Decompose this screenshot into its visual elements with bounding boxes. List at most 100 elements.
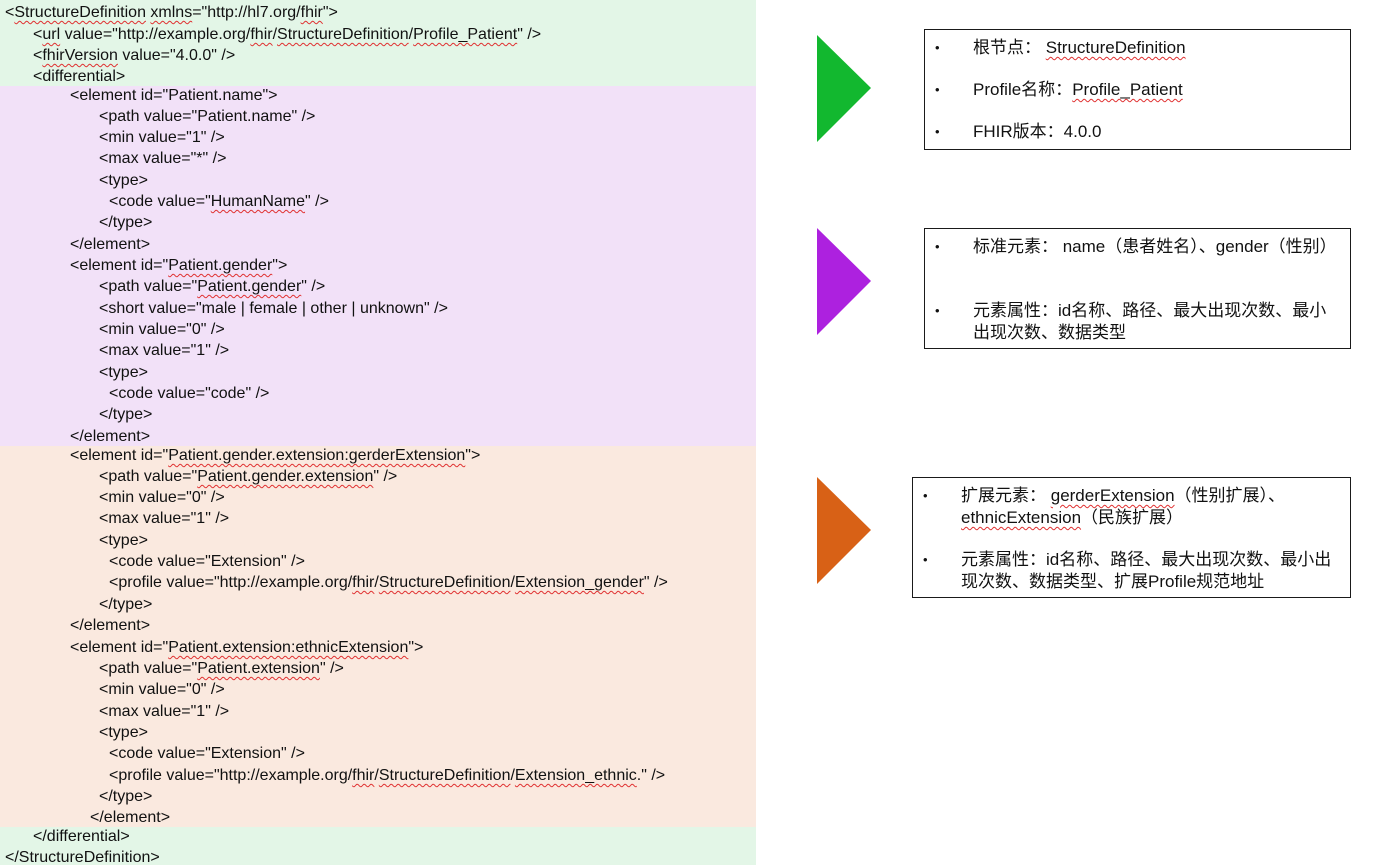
root-band	[0, 0, 756, 86]
underlined-token: StructureDefinition	[14, 4, 146, 21]
text-token: <max value="1" />	[99, 703, 230, 720]
code-line: </element>	[90, 807, 170, 828]
code-line: <type>	[99, 170, 148, 191]
text-token: <path value="	[99, 278, 198, 295]
standard-callout-box: • 标准元素： name（患者姓名）、gender（性别） • 元素属性：id名…	[924, 228, 1351, 349]
text-token: <element id="	[70, 447, 169, 464]
code-line: </element>	[70, 426, 150, 447]
code-line: <min value="0" />	[99, 487, 225, 508]
text-token: <max value="1" />	[99, 342, 230, 359]
profile-name-text: Profile名称：Profile_Patient	[973, 79, 1336, 101]
bullet-dot: •	[935, 239, 940, 254]
code-line: <min value="0" />	[99, 319, 225, 340]
code-line: <element id="Patient.gender">	[70, 255, 287, 276]
text-token: <code value="Extension" />	[109, 553, 305, 570]
text-token: ." />	[636, 767, 666, 784]
text-token: <min value="0" />	[99, 321, 225, 338]
text-token: <type>	[99, 172, 148, 189]
text-token: </StructureDefinition>	[5, 849, 160, 866]
extension-bullet-2: • 元素属性：id名称、路径、最大出现次数、最小出现次数、数据类型、扩展Prof…	[913, 549, 1336, 593]
code-line: <element id="Patient.gender.extension:ge…	[70, 445, 480, 466]
text-token: FHIR版本：4.0.0	[973, 122, 1102, 141]
text-token: ">	[272, 257, 288, 274]
code-line: <element id="Patient.extension:ethnicExt…	[70, 637, 423, 658]
underlined-token: HumanName	[210, 193, 306, 210]
code-line: <path value="Patient.name" />	[99, 106, 315, 127]
code-line: <profile value="http://example.org/fhir/…	[109, 765, 665, 786]
text-token: Profile名称：	[973, 80, 1073, 99]
root-callout-box: • 根节点： StructureDefinition • Profile名称：P…	[924, 29, 1351, 150]
text-token: <path value="Patient.name" />	[99, 108, 316, 125]
text-token: </type>	[99, 596, 153, 613]
text-token: /	[510, 767, 515, 784]
text-token: 元素属性：id名称、路径、最大出现次数、最小出现次数、数据类型、扩展Profil…	[961, 550, 1332, 591]
bullet-dot: •	[935, 303, 940, 318]
text-token: <code value="	[109, 193, 211, 210]
text-token: " />	[305, 193, 329, 210]
code-line: <max value="1" />	[99, 508, 229, 529]
underlined-token: Patient.extension	[197, 660, 320, 677]
text-token: <element id="Patient.name">	[70, 87, 278, 104]
text-token: <	[33, 47, 43, 64]
text-token: </element>	[70, 236, 151, 253]
code-line: <code value="Extension" />	[109, 743, 305, 764]
text-token: <short value="male | female | other | un…	[99, 300, 448, 317]
text-token: " />	[517, 26, 542, 43]
bullet-dot: •	[923, 488, 928, 503]
extension-attributes-text: 元素属性：id名称、路径、最大出现次数、最小出现次数、数据类型、扩展Profil…	[961, 549, 1336, 593]
text-token: （性别扩展）、	[1174, 486, 1286, 505]
text-token: </element>	[90, 809, 171, 826]
text-token: <profile value="http://example.org/	[109, 574, 353, 591]
text-token: ">	[408, 639, 424, 656]
code-line: <type>	[99, 530, 148, 551]
code-line: </StructureDefinition>	[5, 847, 160, 868]
xml-code-panel: <StructureDefinition xmlns="http://hl7.o…	[0, 0, 756, 868]
text-token: ">	[322, 4, 338, 21]
root-bullet-1: • 根节点： StructureDefinition	[925, 37, 1336, 59]
code-line: <max value="*" />	[99, 148, 226, 169]
text-token: ="http://hl7.org/	[192, 4, 301, 21]
extension-arrow-icon	[817, 477, 871, 584]
extension-elements-band	[0, 446, 756, 827]
underlined-token: Patient.extension:ethnicExtension	[168, 639, 409, 656]
text-token: <min value="0" />	[99, 489, 225, 506]
text-token: " />	[301, 278, 326, 295]
text-token: /	[374, 767, 379, 784]
root-closing-band	[0, 827, 756, 865]
code-line: <short value="male | female | other | un…	[99, 298, 448, 319]
text-token: </type>	[99, 788, 153, 805]
bullet-dot: •	[923, 552, 928, 567]
code-line: <differential>	[33, 66, 125, 87]
underlined-token: fhir	[250, 26, 273, 43]
text-token: <element id="	[70, 639, 169, 656]
text-token: 根节点：	[973, 38, 1046, 57]
text-token: （民族扩展）	[1081, 508, 1184, 527]
code-line: <code value="HumanName" />	[109, 191, 329, 212]
text-token: <element id="	[70, 257, 169, 274]
code-line: <StructureDefinition xmlns="http://hl7.o…	[5, 2, 338, 23]
standard-attributes-text: 元素属性：id名称、路径、最大出现次数、最小出现次数、数据类型	[973, 300, 1336, 344]
code-line: </element>	[70, 615, 150, 636]
text-token: <type>	[99, 364, 148, 381]
text-token: </differential>	[33, 828, 130, 845]
text-token: value="http://example.org/	[60, 26, 251, 43]
text-token: <	[5, 4, 15, 21]
text-token: 标准元素： name（患者姓名）、gender（性别）	[973, 237, 1337, 256]
text-token: <type>	[99, 724, 148, 741]
code-line: <type>	[99, 362, 148, 383]
text-token: <path value="	[99, 660, 198, 677]
text-token: </element>	[70, 617, 151, 634]
text-token: <code value="code" />	[109, 385, 270, 402]
underlined-token: fhir	[300, 4, 323, 21]
code-line: <path value="Patient.gender.extension" /…	[99, 466, 397, 487]
underlined-token: Patient.gender	[168, 257, 273, 274]
text-token: <	[33, 26, 43, 43]
text-token: value="4.0.0" />	[117, 47, 236, 64]
root-bullet-text: 根节点： StructureDefinition	[973, 37, 1336, 59]
code-line: </type>	[99, 404, 152, 425]
text-token: <min value="1" />	[99, 129, 225, 146]
text-token: " />	[319, 660, 344, 677]
code-line: </type>	[99, 786, 152, 807]
text-token: " />	[643, 574, 668, 591]
code-line: <profile value="http://example.org/fhir/…	[109, 572, 668, 593]
